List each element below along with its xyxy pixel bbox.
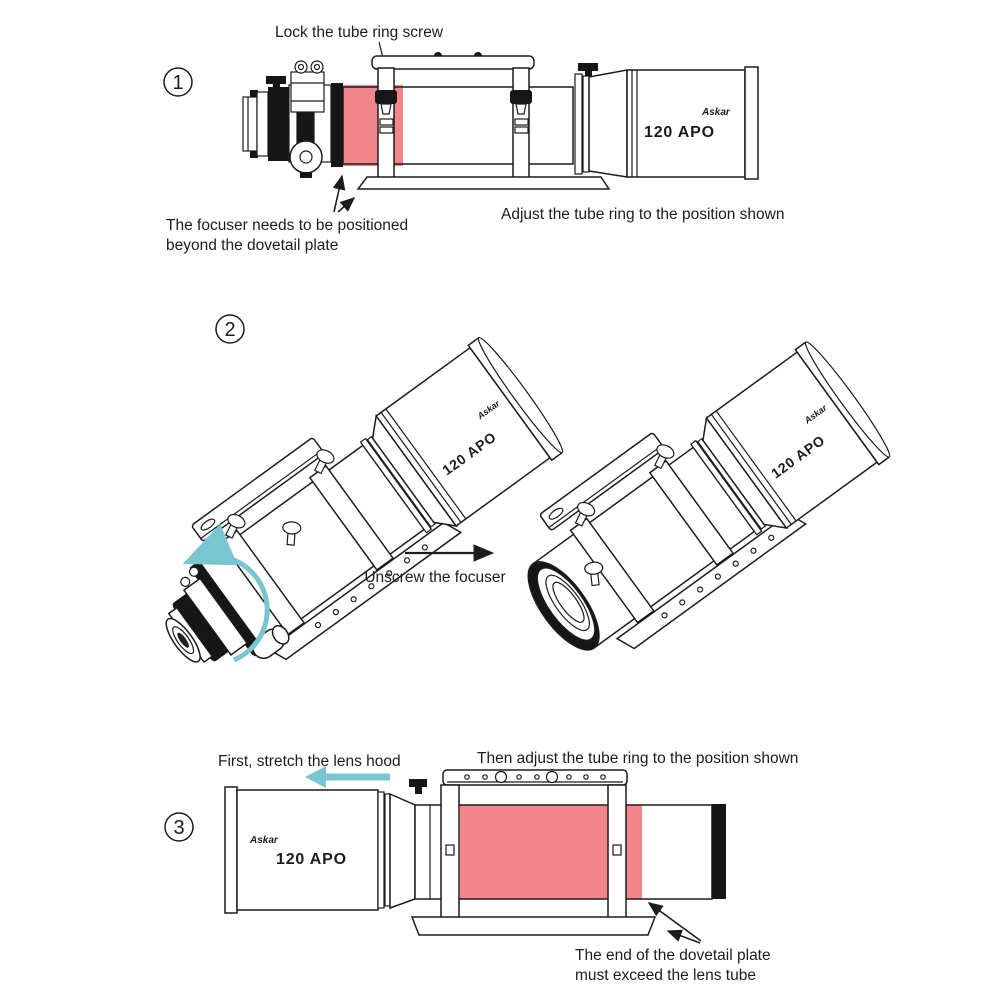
label-dovetail-exceed-line1: The end of the dovetail plate bbox=[575, 947, 771, 964]
label-adjust-tube-ring: Adjust the tube ring to the position sho… bbox=[501, 206, 785, 223]
pointer-arrow-icon bbox=[337, 196, 356, 213]
step-1-number-badge bbox=[163, 67, 193, 97]
label-focuser-position-line2: beyond the dovetail plate bbox=[166, 237, 338, 254]
tube-ring-front bbox=[569, 501, 655, 624]
lens-hood: Askar 120 APO bbox=[375, 336, 564, 527]
focuser-side-view bbox=[242, 60, 343, 178]
dovetail-plate bbox=[410, 916, 657, 936]
tube-ring-front bbox=[375, 67, 397, 179]
saddle-screw-icon bbox=[584, 561, 604, 587]
tube-ring-rear bbox=[648, 444, 735, 566]
pointer-arrow-icon bbox=[666, 929, 701, 944]
telescope-iso-with-focuser: Askar 120 APO bbox=[165, 336, 564, 664]
carry-handle bbox=[371, 55, 535, 70]
brand-logo: Askar bbox=[249, 835, 279, 846]
brand-logo: Askar bbox=[701, 107, 731, 118]
label-then-adjust-tube-ring: Then adjust the tube ring to the positio… bbox=[477, 750, 798, 767]
finder-shoe bbox=[290, 60, 325, 113]
step-2-number: 2 bbox=[224, 319, 235, 341]
dovetail-rail-top bbox=[442, 769, 628, 786]
focus-knob-icon bbox=[289, 140, 323, 174]
step-1-number: 1 bbox=[172, 72, 183, 94]
saddle-screw-icon bbox=[282, 521, 302, 546]
model-label: 120 APO bbox=[644, 124, 715, 141]
tube-ring-front bbox=[440, 784, 460, 919]
tube-ring-screw-icon bbox=[510, 90, 532, 104]
cyan-rotate-arrow-icon bbox=[182, 523, 270, 663]
hood-screw-icon bbox=[578, 63, 598, 71]
label-focuser-position-line1: The focuser needs to be positioned bbox=[166, 217, 408, 234]
label-dovetail-exceed-line2: must exceed the lens tube bbox=[575, 967, 756, 984]
cyan-left-arrow-icon bbox=[305, 766, 390, 788]
tube-ring-rear bbox=[607, 784, 627, 919]
tube-rear-cell bbox=[712, 804, 726, 899]
tube-ring-screw-icon bbox=[375, 90, 397, 104]
lens-hood: Askar 120 APO bbox=[705, 341, 891, 530]
dovetail-plate bbox=[356, 176, 611, 190]
label-stretch-lens-hood: First, stretch the lens hood bbox=[218, 753, 401, 770]
step-3-section: 3 First, stretch the lens hood Then adju… bbox=[164, 750, 798, 984]
pointer-arrow-icon bbox=[332, 174, 346, 213]
tube-ring-rear bbox=[308, 449, 395, 571]
lens-hood: Askar 120 APO bbox=[224, 779, 427, 914]
step-2-number-badge bbox=[215, 314, 245, 344]
step-3-number-badge bbox=[164, 812, 194, 842]
pointer-arrow-icon bbox=[647, 902, 702, 942]
step-1-section: 1 Lock the tube ring screw bbox=[163, 24, 785, 254]
step-2-section: 2 bbox=[165, 314, 891, 664]
tube-ring-rear bbox=[510, 67, 532, 179]
hood-screw-icon bbox=[409, 779, 427, 787]
model-label: 120 APO bbox=[276, 851, 347, 868]
step-3-number: 3 bbox=[173, 817, 184, 839]
telescope-iso-no-focuser: Askar 120 APO bbox=[527, 341, 891, 651]
lens-hood: Askar 120 APO bbox=[574, 63, 759, 180]
carry-handle bbox=[539, 432, 664, 531]
label-lock-tube-ring-screw: Lock the tube ring screw bbox=[275, 24, 444, 41]
open-tube-end bbox=[527, 561, 600, 651]
label-unscrew-focuser: Unscrew the focuser bbox=[364, 569, 505, 586]
focuser-lock-screw-icon bbox=[266, 76, 286, 84]
